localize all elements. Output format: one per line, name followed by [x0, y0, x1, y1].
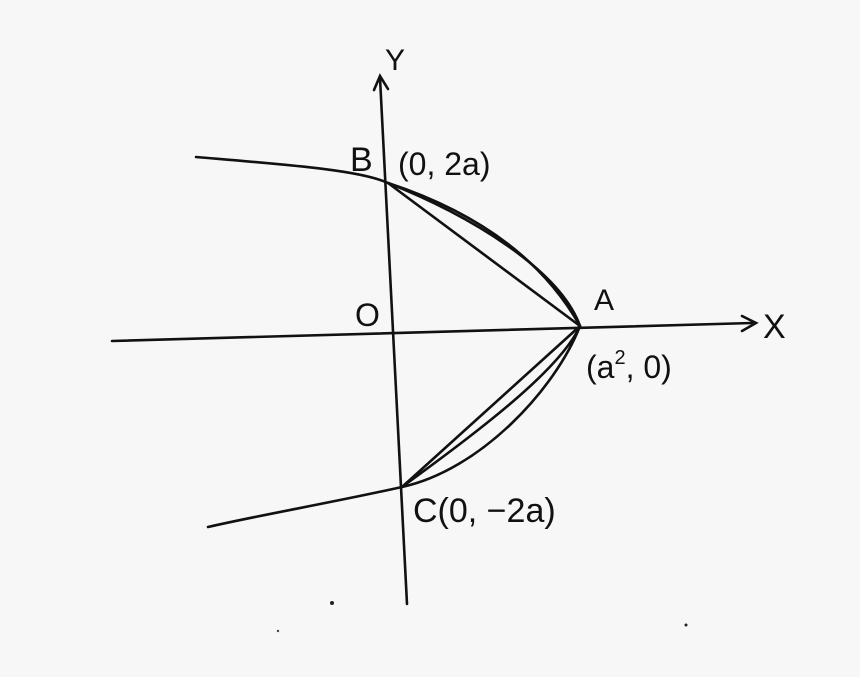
- x-axis-label: X: [763, 308, 786, 346]
- speck: [276, 629, 280, 633]
- point-c-label: C(0, −2a): [413, 492, 556, 530]
- origin-label: O: [355, 297, 380, 333]
- chord-ab: [386, 181, 582, 328]
- chord-ac: [400, 324, 582, 489]
- x-axis-arrowhead-icon: [740, 314, 759, 333]
- y-axis-arrowhead-icon: [372, 73, 390, 92]
- y-axis-label: Y: [385, 44, 405, 77]
- speck: [684, 623, 688, 627]
- y-axis: [378, 76, 409, 606]
- point-a-name: A: [594, 284, 614, 317]
- speck: [330, 601, 334, 605]
- point-a-coord-tail: , 0): [626, 349, 672, 385]
- point-a-coord-sup: 2: [614, 347, 625, 369]
- point-a-coord: (a2, 0): [586, 347, 672, 385]
- point-b-coord: (0, 2a): [398, 146, 490, 182]
- x-axis: [110, 321, 754, 343]
- point-a-coord-base: (a: [586, 349, 615, 385]
- point-b-name: B: [350, 141, 373, 179]
